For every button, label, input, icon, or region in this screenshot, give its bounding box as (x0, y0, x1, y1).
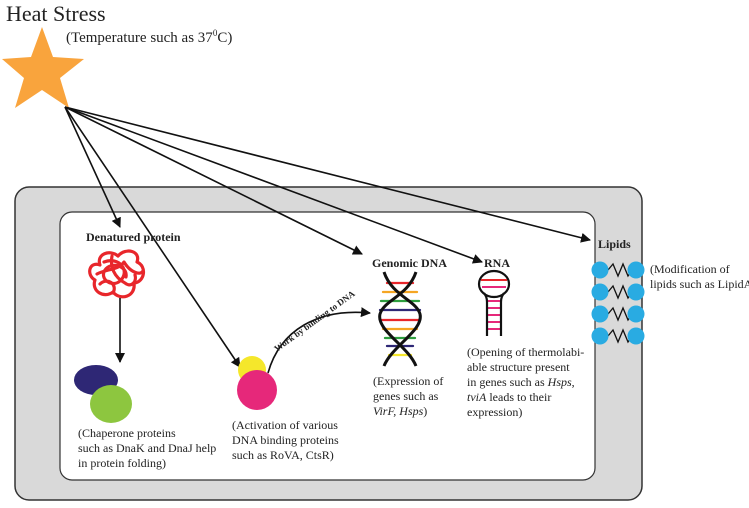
tangled-protein-icon (88, 249, 145, 299)
arrow-to-protein (64, 106, 121, 228)
arrow-to-genomic-dna (64, 106, 363, 255)
caption-expression: (Expression of genes such as VirF, Hsps) (373, 374, 444, 418)
caption-activation: (Activation of various DNA binding prote… (232, 418, 339, 462)
lipid-icon (591, 261, 645, 345)
dna-helix-icon (378, 271, 422, 367)
temperature-suffix: C) (217, 30, 233, 46)
label-lipids: Lipids (598, 237, 631, 251)
heat-arrows (64, 106, 591, 368)
diagram-title: Heat Stress (6, 1, 106, 26)
caption-opening: (Opening of thermolabi- able structure p… (467, 345, 585, 419)
temperature-sup: 0 (212, 28, 218, 38)
arrow-to-rna (64, 106, 483, 264)
label-rna: RNA (484, 256, 510, 270)
inner-cytoplasm (59, 211, 596, 481)
arrow-to-binding-proteins (64, 106, 241, 368)
caption-lipid-modification: (Modification of lipids such as LipidA) (650, 262, 749, 291)
arrow-to-lipids (64, 106, 591, 243)
temperature-prefix: (Temperature such as 37 (66, 30, 213, 46)
dna-binding-protein-large-icon (237, 370, 277, 410)
label-genomic-dna: Genomic DNA (372, 256, 447, 270)
chaperone-dnaj-icon (90, 385, 132, 423)
temperature-note: (Temperature such as 370C) (66, 24, 232, 47)
caption-chaperone: (Chaperone proteins such as DnaK and Dna… (78, 426, 217, 470)
label-denatured-protein: Denatured protein (86, 230, 181, 244)
star-icon (2, 27, 84, 108)
binding-arrow (267, 307, 371, 374)
rna-hairpin-icon (477, 269, 511, 336)
